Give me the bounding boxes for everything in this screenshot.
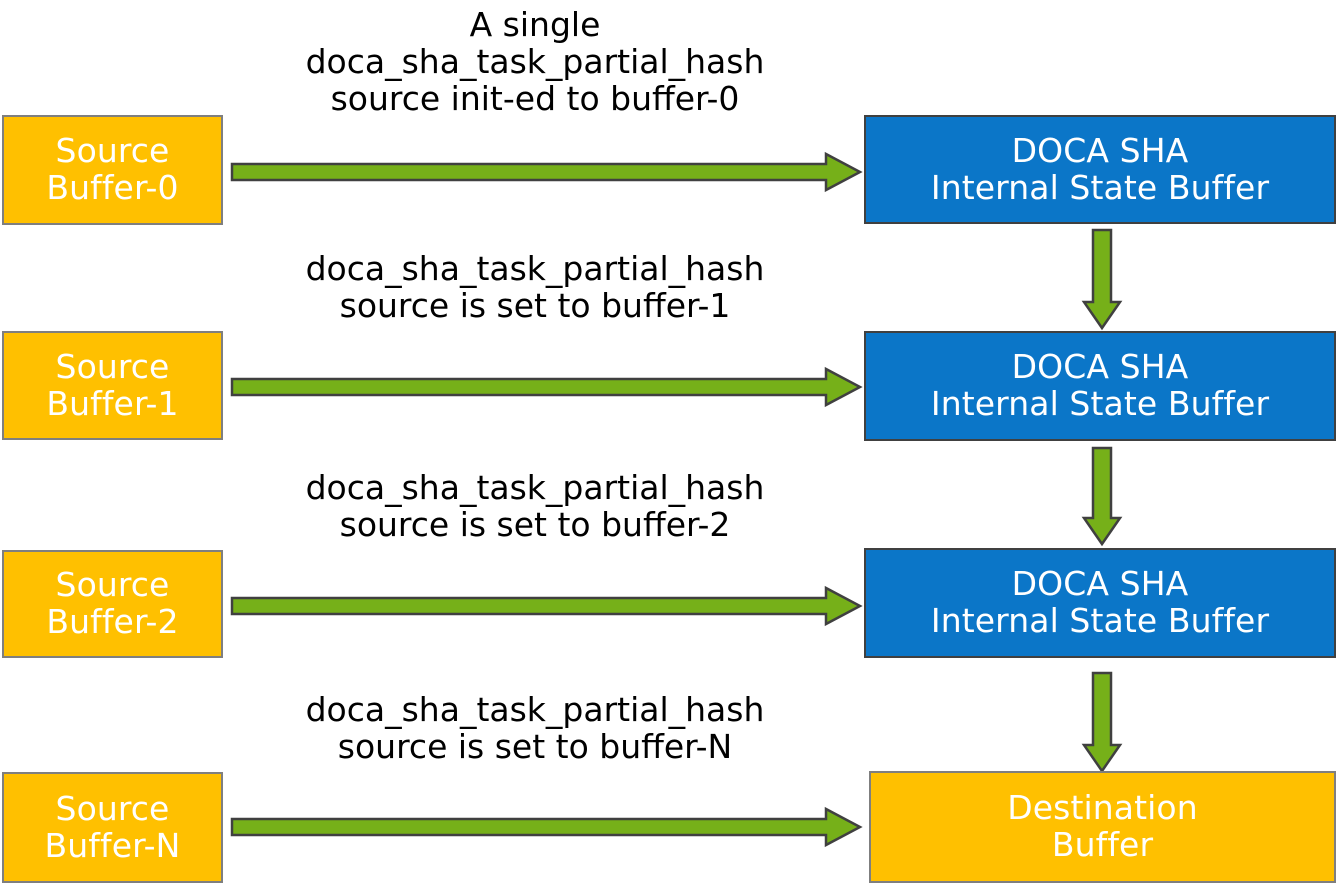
source-buffer-2-label: Source Buffer-2 [46, 565, 179, 641]
destination-buffer-box[interactable]: Destination Buffer [869, 771, 1336, 883]
source-buffer-n-label: Source Buffer-N [44, 788, 181, 865]
flow-arrow-row-1 [230, 151, 863, 193]
internal-state-buffer-1-label: DOCA SHA Internal State Buffer [930, 130, 1270, 207]
flow-arrow-row-3 [230, 585, 863, 627]
caption-line: source is set to buffer-1 [339, 286, 731, 325]
caption-line: A single [469, 5, 601, 44]
source-buffer-1-label: Source Buffer-1 [46, 346, 179, 423]
caption-line: source is set to buffer-2 [339, 505, 731, 544]
caption-row-4: doca_sha_task_partial_hash source is set… [255, 691, 815, 765]
source-buffer-n-box[interactable]: Source Buffer-N [2, 772, 223, 883]
caption-line: doca_sha_task_partial_hash [305, 42, 765, 81]
internal-state-buffer-2-label: DOCA SHA Internal State Buffer [930, 347, 1270, 423]
internal-state-buffer-3-label: DOCA SHA Internal State Buffer [930, 564, 1270, 640]
caption-row-2: doca_sha_task_partial_hash source is set… [255, 250, 815, 324]
state-chain-arrow-2 [1081, 446, 1123, 547]
caption-row-1: A single doca_sha_task_partial_hash sour… [255, 6, 815, 117]
state-chain-arrow-1 [1081, 228, 1123, 331]
flow-arrow-row-4 [230, 806, 863, 848]
internal-state-buffer-1-box[interactable]: DOCA SHA Internal State Buffer [864, 115, 1336, 224]
destination-buffer-label: Destination Buffer [1007, 788, 1198, 864]
caption-line: doca_sha_task_partial_hash [305, 690, 765, 729]
internal-state-buffer-2-box[interactable]: DOCA SHA Internal State Buffer [864, 331, 1336, 441]
caption-line: doca_sha_task_partial_hash [305, 468, 765, 507]
source-buffer-0-box[interactable]: Source Buffer-0 [2, 115, 223, 225]
caption-line: source init-ed to buffer-0 [330, 79, 740, 118]
source-buffer-1-box[interactable]: Source Buffer-1 [2, 331, 223, 440]
source-buffer-0-label: Source Buffer-0 [46, 131, 179, 207]
source-buffer-2-box[interactable]: Source Buffer-2 [2, 550, 223, 658]
caption-row-3: doca_sha_task_partial_hash source is set… [255, 469, 815, 543]
caption-line: doca_sha_task_partial_hash [305, 249, 765, 288]
state-chain-arrow-3 [1081, 671, 1123, 774]
internal-state-buffer-3-box[interactable]: DOCA SHA Internal State Buffer [864, 548, 1336, 658]
caption-line: source is set to buffer-N [337, 727, 733, 766]
flow-arrow-row-2 [230, 366, 863, 408]
